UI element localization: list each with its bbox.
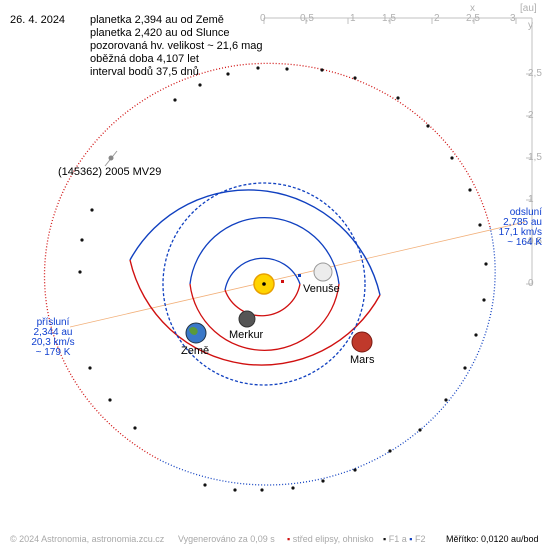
venus-orbit-lower [189, 283, 340, 351]
aphelion-title: odsluní [509, 207, 542, 218]
perihelion-distance: 2,344 au [33, 327, 73, 338]
x-tick-label: 0,5 [300, 13, 314, 24]
x-axis-unit: [au] [520, 3, 537, 14]
aphelion-temperature: ~ 164 K [507, 237, 542, 248]
x-tick-label: 0 [260, 13, 266, 24]
date-label: 26. 4. 2024 [10, 14, 66, 26]
copyright-text: © 2024 Astronomia, astronomia.zcu.cz [10, 534, 165, 544]
legend-center-text: střed elipsy, ohnisko [292, 534, 374, 544]
mars-label: Mars [350, 354, 375, 366]
legend-center-dot: ▪ [287, 534, 291, 544]
mercury-orbit-upper [224, 257, 301, 291]
info-line-earth-distance: planetka 2,394 au od Země [90, 14, 224, 26]
legend-f2-text: F2 [414, 534, 426, 544]
right-axis [526, 18, 533, 285]
asteroid-orbit-below-ecliptic [159, 226, 496, 486]
aphelion-distance: 2,785 au [503, 217, 542, 228]
y-tick-label: 2 [528, 110, 534, 121]
venus-label: Venuše [303, 283, 340, 295]
asteroid-orbit-above-ecliptic [43, 62, 491, 461]
venus-icon [313, 262, 333, 282]
top-axis [263, 17, 532, 24]
earth-orbit [162, 182, 366, 386]
x-tick-label: 3 [510, 13, 516, 24]
y-tick-label: 0 [528, 278, 534, 289]
venus-orbit-upper [189, 217, 340, 285]
info-line-magnitude: pozorovaná hv. velikost ~ 21,6 mag [90, 40, 263, 52]
focus-f2-marker [298, 274, 301, 277]
y-tick-label: 2,5 [528, 68, 542, 79]
asteroid-label: (145362) 2005 MV29 [58, 166, 162, 178]
perihelion-speed: 20,3 km/s [31, 337, 75, 348]
x-tick-label: 2,5 [466, 13, 480, 24]
y-tick-label: 1,5 [528, 152, 542, 163]
earth-label: Země [181, 345, 210, 357]
x-tick-label: 2 [434, 13, 440, 24]
y-tick-label: 1 [528, 194, 534, 205]
legend-f2-dot: ▪ [409, 534, 413, 544]
legend-f1-dot: ▪ [383, 534, 387, 544]
perihelion-title: přísluní [36, 317, 70, 328]
x-tick-label: 1 [350, 13, 356, 24]
legend-f1-text: F1 a [388, 534, 407, 544]
y-tick-label: 0,5 [528, 236, 542, 247]
asteroid-icon [104, 150, 118, 167]
info-line-interval: interval bodů 37,5 dnů [90, 66, 199, 78]
info-line-period: oběžná doba 4,107 let [90, 53, 199, 65]
ellipse-center-marker [281, 280, 284, 283]
x-tick-label: 1,5 [382, 13, 396, 24]
legend-f1-label: ▪ F1 a ▪ F2 [383, 533, 425, 546]
aphelion-speed: 17,1 km/s [498, 227, 542, 238]
mars-orbit-lower [129, 259, 381, 366]
asteroid-orbit-markers [78, 66, 488, 492]
apsides-line [69, 221, 526, 328]
mercury-icon [238, 310, 256, 328]
mercury-label: Merkur [229, 329, 264, 341]
mercury-orbit-lower [224, 283, 301, 317]
scale-label: Měřítko: 0,0120 au/bod [446, 534, 539, 544]
mars-orbit-upper [129, 189, 381, 296]
x-axis-letter: x [470, 3, 475, 14]
perihelion-temperature: ~ 179 K [35, 347, 71, 358]
y-axis-letter: y [528, 20, 533, 31]
mars-icon [351, 331, 373, 353]
legend-center-label: ▪ střed elipsy, ohnisko [287, 533, 374, 546]
generated-time: Vygenerováno za 0,09 s [178, 534, 275, 544]
info-line-sun-distance: planetka 2,420 au od Slunce [90, 27, 230, 39]
